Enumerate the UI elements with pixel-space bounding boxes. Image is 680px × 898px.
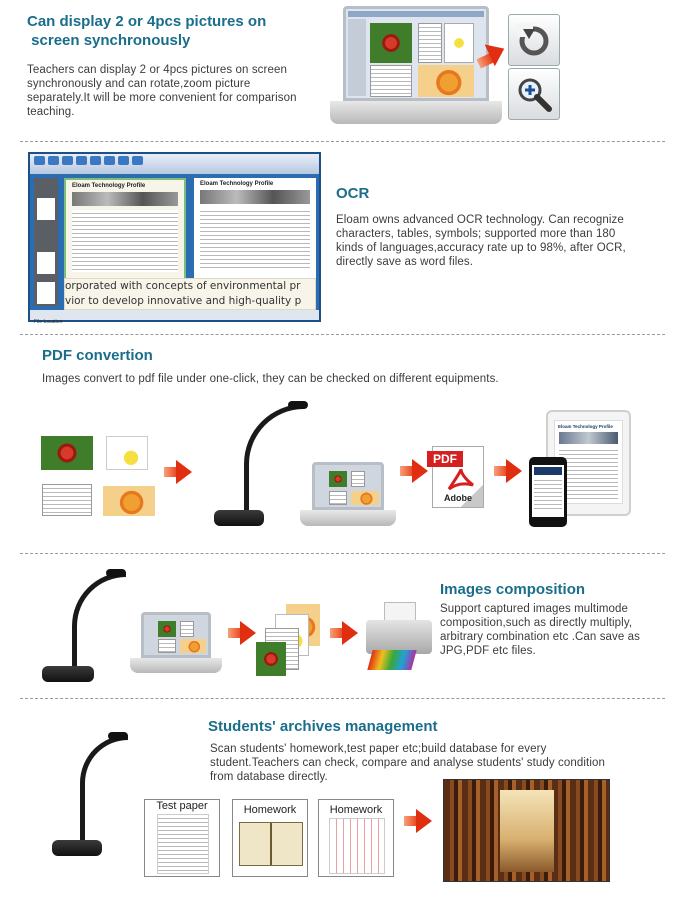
laptop-screen <box>141 612 211 658</box>
flower-photo <box>444 23 474 63</box>
laptop-screen <box>312 462 384 510</box>
toolbar-button[interactable] <box>48 156 59 165</box>
toolbar-button[interactable] <box>104 156 115 165</box>
ocr-sidebar <box>34 178 58 306</box>
section4-body: Support captured images multimode compos… <box>440 603 641 657</box>
ocr-statusbar: File Location <box>30 310 319 325</box>
tablet-doc-title: Eloam Technology Profile <box>558 424 613 429</box>
fruit-photo <box>103 486 155 516</box>
section1-body: Teachers can display 2 or 4pcs pictures … <box>27 64 297 118</box>
section3-body: Images convert to pdf file under one-cli… <box>42 373 499 385</box>
zoom-line1: orporated with concepts of environmental… <box>65 280 301 292</box>
toolbar-button[interactable] <box>76 156 87 165</box>
library-photo <box>443 779 610 882</box>
arrow-head <box>176 460 192 484</box>
section3-title: PDF convertion <box>42 347 153 364</box>
toolbar-button[interactable] <box>118 156 129 165</box>
rose-photo <box>370 23 412 63</box>
rotate-icon <box>517 23 549 56</box>
arrow <box>164 467 178 477</box>
adobe-label: Adobe <box>444 493 472 503</box>
document-thumbnail <box>370 65 412 97</box>
tablet-device: Eloam Technology Profile <box>546 410 631 516</box>
arrow <box>400 466 414 476</box>
document-thumbnail <box>418 23 442 63</box>
ocr-zoom-text: orporated with concepts of environmental… <box>64 278 316 310</box>
adobe-logo <box>447 468 474 491</box>
toolbar-button[interactable] <box>90 156 101 165</box>
zoom-in-icon <box>518 78 552 112</box>
zoom-line2: vior to develop innovative and high-qual… <box>65 295 302 307</box>
section2-title: OCR <box>336 185 370 202</box>
section-divider <box>20 698 665 699</box>
doc-title-left: Eloam Technology Profile <box>72 183 146 189</box>
document-camera-base <box>52 840 102 856</box>
test-paper-card: Test paper <box>144 799 220 877</box>
ocr-right-page: Eloam Technology Profile <box>194 178 316 290</box>
printer <box>366 602 432 672</box>
fruit-photo <box>418 65 474 97</box>
arrow-head <box>240 621 256 645</box>
arrow-head <box>506 459 522 483</box>
rose-photo <box>41 436 93 470</box>
laptop-base <box>130 658 222 673</box>
document-camera-base <box>42 666 94 682</box>
card-label: Homework <box>243 804 297 816</box>
document-camera-base <box>214 510 264 526</box>
document-camera-neck <box>244 404 304 514</box>
card-label: Test paper <box>156 800 208 812</box>
laptop-screen <box>343 6 489 101</box>
arrow-head <box>342 621 358 645</box>
homework-card: Homework <box>318 799 394 877</box>
rotate-button[interactable] <box>508 14 560 66</box>
document-camera-neck <box>72 572 126 672</box>
section5-title: Students' archives management <box>208 718 438 735</box>
card-label: Homework <box>329 804 383 816</box>
document-camera-head <box>106 569 126 577</box>
document-camera-head <box>108 732 128 740</box>
section-divider <box>20 141 665 142</box>
arrow <box>494 466 508 476</box>
ocr-left-page: Eloam Technology Profile <box>64 178 186 290</box>
section-divider <box>20 553 665 554</box>
document-thumbnail <box>42 484 92 516</box>
status-left: File Location <box>34 319 63 325</box>
arrow <box>330 628 344 638</box>
phone-device <box>529 457 567 527</box>
section5-body: Scan students' homework,test paper etc;b… <box>210 743 605 783</box>
homework-card: Homework <box>232 799 308 877</box>
section4-title: Images composition <box>440 581 586 598</box>
arrow-head <box>412 459 428 483</box>
flower-photo <box>106 436 148 470</box>
laptop-base <box>330 101 502 124</box>
toolbar-button[interactable] <box>132 156 143 165</box>
arrow <box>404 816 418 826</box>
laptop-base <box>300 510 396 526</box>
rose-photo <box>256 642 286 676</box>
pdf-label: PDF <box>427 451 463 467</box>
arrow <box>228 628 242 638</box>
zoom-in-button[interactable] <box>508 68 560 120</box>
toolbar-button[interactable] <box>34 156 45 165</box>
section1-title-line1: Can display 2 or 4pcs pictures on <box>27 13 267 30</box>
toolbar-button[interactable] <box>62 156 73 165</box>
section1-title: Can display 2 or 4pcs pictures on screen… <box>27 12 327 50</box>
section2-body: Eloam owns advanced OCR technology. Can … <box>336 214 626 268</box>
section-divider <box>20 334 665 335</box>
arrow-head <box>416 809 432 833</box>
document-camera-head <box>288 401 308 409</box>
ocr-toolbar <box>30 154 319 174</box>
document-camera-neck <box>80 735 128 847</box>
section1-title-line2: screen synchronously <box>27 32 191 49</box>
doc-title-right: Eloam Technology Profile <box>200 181 274 187</box>
ocr-screenshot: Eloam Technology Profile Eloam Technolog… <box>28 152 321 325</box>
pdf-file-icon: PDF Adobe <box>427 446 484 508</box>
